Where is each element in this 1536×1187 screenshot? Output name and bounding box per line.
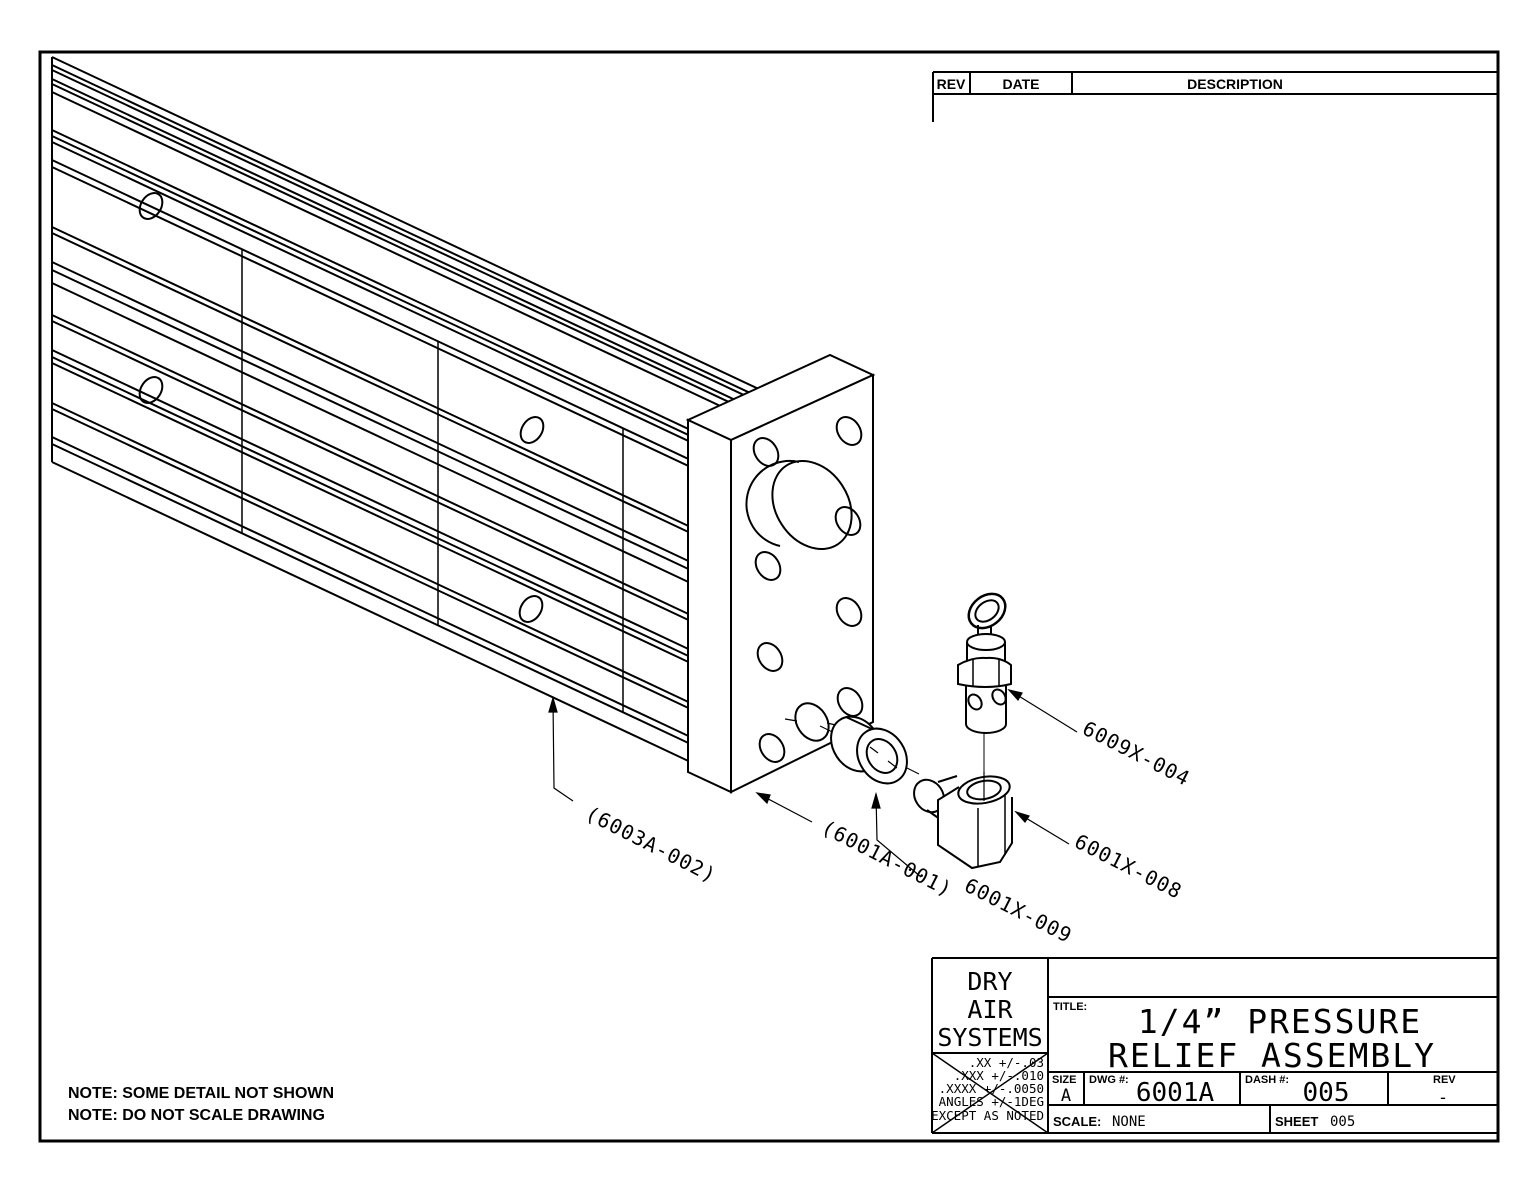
- end-plate-port: [771, 459, 853, 551]
- part-label-elbow: 6001X-008: [1071, 829, 1186, 904]
- end-plate-side-face: [687, 418, 732, 794]
- drawing-title-line1: 1/4” PRESSURE: [1138, 1002, 1422, 1041]
- valve-vent-hole: [967, 693, 983, 711]
- part-label-beam: (6003A-002): [582, 801, 721, 888]
- beam-hole: [138, 376, 164, 404]
- dwg-number-label: DWG #:: [1089, 1074, 1129, 1086]
- dash-number-value: 005: [1303, 1078, 1350, 1108]
- size-label: SIZE: [1052, 1074, 1076, 1086]
- note-scale: NOTE: DO NOT SCALE DRAWING: [68, 1107, 325, 1124]
- leader-lines: [548, 688, 1078, 878]
- description-column-header: DESCRIPTION: [1187, 76, 1283, 92]
- sheet-value: 005: [1330, 1114, 1355, 1130]
- size-value: A: [1061, 1086, 1071, 1106]
- scale-label: SCALE:: [1053, 1114, 1101, 1129]
- bushing: [830, 715, 908, 785]
- valve-pull-ring: [967, 592, 1007, 630]
- part-label-bushing: 6001X-009: [961, 873, 1076, 948]
- svg-text:.XX +/-.03: .XX +/-.03: [969, 1055, 1044, 1070]
- svg-text:SYSTEMS: SYSTEMS: [937, 1023, 1042, 1052]
- elbow-fitting: [913, 772, 1013, 870]
- scale-value: NONE: [1112, 1114, 1146, 1130]
- svg-text:.XXX +/-.010: .XXX +/-.010: [954, 1068, 1044, 1083]
- valve-vent-hole: [991, 688, 1007, 706]
- rev-label: REV: [1433, 1074, 1456, 1086]
- beam-hole: [518, 595, 544, 623]
- beam-extrusion: [51, 56, 781, 782]
- title-label: TITLE:: [1053, 1001, 1087, 1013]
- drawing-border: [38, 50, 1500, 1143]
- company-name: DRY AIR SYSTEMS: [937, 967, 1042, 1052]
- date-column-header: DATE: [1002, 76, 1039, 92]
- svg-text:DRY: DRY: [967, 967, 1012, 996]
- notes: NOTE: SOME DETAIL NOT SHOWN NOTE: DO NOT…: [68, 1085, 334, 1124]
- end-plate-threaded-port: [794, 702, 830, 742]
- svg-text:AIR: AIR: [967, 995, 1013, 1024]
- svg-text:EXCEPT AS NOTED: EXCEPT AS NOTED: [931, 1108, 1044, 1123]
- dwg-number-value: 6001A: [1136, 1078, 1215, 1108]
- svg-text:ANGLES +/-1DEG: ANGLES +/-1DEG: [939, 1094, 1044, 1109]
- rev-value: -: [1438, 1088, 1448, 1108]
- relief-valve: [957, 592, 1012, 734]
- rev-column-header: REV: [937, 76, 966, 92]
- title-block: [931, 957, 1497, 1134]
- dash-number-label: DASH #:: [1245, 1074, 1289, 1086]
- beam-hole: [519, 416, 545, 444]
- part-label-end-plate: (6001A-001): [818, 815, 957, 902]
- revision-table: [932, 71, 1497, 122]
- end-plate: [685, 353, 876, 794]
- beam-hole: [138, 192, 164, 220]
- note-detail: NOTE: SOME DETAIL NOT SHOWN: [68, 1085, 334, 1102]
- svg-text:.XXXX +/-.0050: .XXXX +/-.0050: [939, 1081, 1044, 1096]
- tolerance-block: .XX +/-.03 .XXX +/-.010 .XXXX +/-.0050 A…: [931, 1055, 1044, 1123]
- sheet-label: SHEET: [1275, 1114, 1318, 1129]
- drawing-title-line2: RELIEF ASSEMBLY: [1108, 1036, 1436, 1075]
- part-label-valve: 6009X-004: [1079, 716, 1194, 791]
